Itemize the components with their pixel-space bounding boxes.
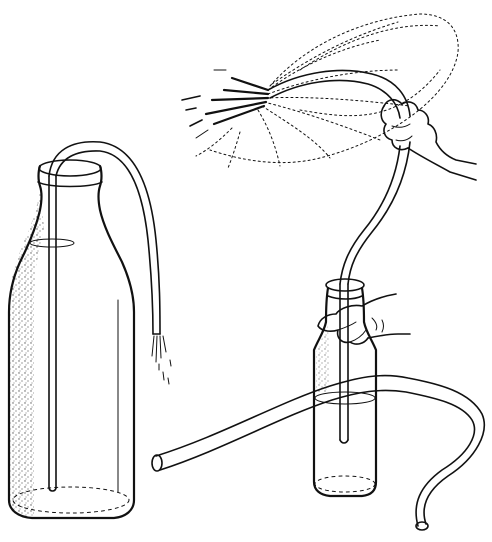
long-tube <box>152 376 484 530</box>
left-water-drip <box>152 336 171 384</box>
tall-bottle-shading <box>9 192 44 516</box>
right-siphon-tube <box>268 71 410 443</box>
right-tube-descend-inner <box>340 146 400 284</box>
left-tube-arch-inner <box>56 151 153 334</box>
left-tube-end <box>49 488 56 491</box>
tall-bottle-mouth <box>39 160 101 176</box>
left-siphon-tube <box>49 142 160 491</box>
water-jet <box>182 70 268 138</box>
long-tube-left-end <box>152 455 162 471</box>
left-tube-arch-outer <box>49 142 160 334</box>
right-tube-descend-outer <box>348 142 410 284</box>
short-bottle-mouth <box>326 279 364 291</box>
short-bottle-lip-ring <box>328 296 362 299</box>
short-bottle-base <box>315 476 375 492</box>
tall-bottle <box>9 160 134 518</box>
left-tube-inside <box>49 176 56 488</box>
right-panel <box>152 14 484 530</box>
tall-bottle-lip-ring <box>38 182 102 187</box>
left-panel <box>9 142 171 518</box>
long-tube-inner <box>160 390 474 526</box>
